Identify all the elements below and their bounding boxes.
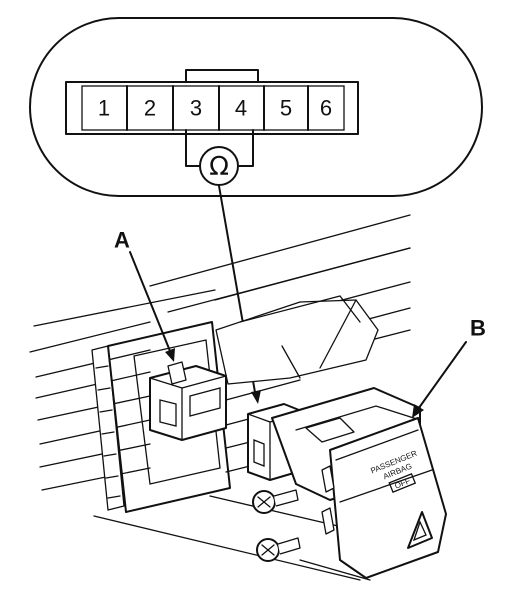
- connector-inner-frame: [81, 85, 345, 131]
- detail-bubble: [29, 17, 483, 197]
- pin-4: 4: [235, 96, 247, 121]
- switch-latch: [305, 417, 355, 443]
- connector-a-latch: [167, 361, 187, 385]
- vent-bezel: [91, 345, 125, 511]
- connector-detail: 1 2 3 4 5 6 Ω: [29, 17, 483, 197]
- screw-boss-lower: [321, 507, 335, 535]
- switch-opening-frame: [107, 321, 231, 513]
- passenger-airbag-switch: PASSENGER AIRBAG OFF: [247, 387, 447, 579]
- callout-b-arrowhead: [412, 404, 424, 418]
- connector-lock-tab: [185, 69, 259, 83]
- pin-1: 1: [98, 96, 110, 121]
- harness-connector-a: [149, 361, 227, 441]
- connector-a-body: [149, 365, 227, 441]
- hazard-warning-icon: [407, 511, 433, 549]
- ohm-symbol: Ω: [209, 152, 229, 182]
- dashboard-panel: [29, 214, 411, 581]
- switch-off-indicator: [388, 473, 417, 493]
- callout-a-leader: [129, 251, 173, 357]
- detail-leader-arrowhead: [251, 390, 261, 404]
- pin-6: 6: [320, 96, 332, 121]
- callout-b-leader: [415, 341, 467, 413]
- meter-lead-pin4: [238, 129, 254, 167]
- connector-housing: [65, 81, 359, 135]
- mounting-screw-lower: [256, 537, 301, 562]
- switch-opening-inner: [133, 339, 221, 485]
- screw-boss-upper: [321, 465, 335, 493]
- callout-a-arrowhead: [165, 348, 175, 362]
- pin-5: 5: [280, 96, 292, 121]
- meter-lead-pin3: [185, 129, 201, 167]
- mounting-screw-upper: [252, 489, 299, 514]
- callout-a-label: A: [114, 228, 130, 253]
- pin-3: 3: [190, 96, 202, 121]
- pin-2: 2: [144, 96, 156, 121]
- dash-trim-piece: [215, 299, 379, 385]
- switch-face-plate: [329, 417, 447, 579]
- callout-b-label: B: [470, 316, 486, 341]
